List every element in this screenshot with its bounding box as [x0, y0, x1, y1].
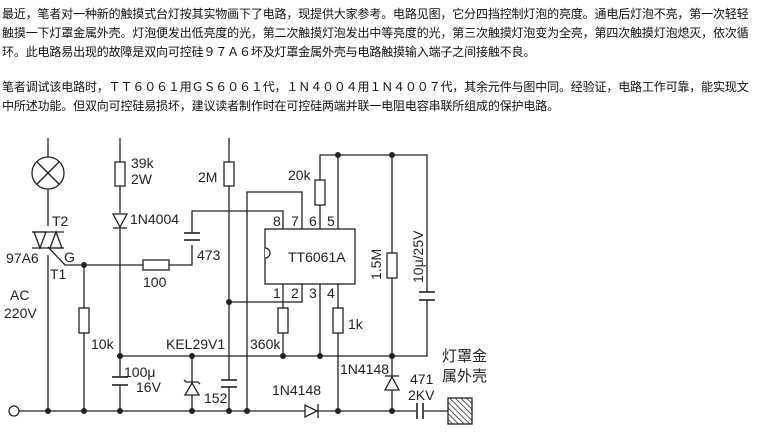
pin-2-label: 2	[291, 285, 299, 301]
paragraph-1-line-3: 环。此电路易出现的故障是双向可控硅９７Ａ６坏及灯罩金属外壳与电路触摸输入端子之间…	[2, 45, 536, 59]
capacitors	[112, 232, 435, 419]
resistor-20k	[314, 179, 326, 206]
wires	[18, 138, 448, 412]
diode-1n4004-icon	[111, 213, 129, 229]
diode-1n4148-bottom-icon	[304, 403, 319, 419]
resistors	[78, 161, 398, 334]
pin-4-label: 4	[327, 285, 335, 301]
triac-t2-label: T2	[52, 213, 69, 229]
c100u-label: 100μ	[124, 364, 155, 380]
paragraph-2-line-2: 中所述功能。但双向可控硅易损坏，建议读者制作时在可控硅两端并联一电阻电容串联所组…	[2, 99, 559, 113]
ic-label: TT6061A	[288, 249, 346, 265]
touch-label-line-1: 灯罩金	[442, 348, 487, 365]
r100-label: 100	[143, 274, 167, 290]
d3-label: 1N4148	[340, 361, 389, 377]
pin-5-label: 5	[327, 213, 335, 229]
pin-8-label: 8	[273, 213, 281, 229]
r360k-label: 360k	[250, 336, 281, 352]
paragraph-1-line-1: 最近，笔者对一种新的触摸式台灯按其实物画下了电路，现提供大家参考。电路见图，它分…	[2, 7, 749, 21]
ic-tt6061a	[264, 228, 356, 285]
r10k-label: 10k	[91, 336, 115, 352]
r1k-label: 1k	[348, 316, 364, 332]
pin-6-label: 6	[309, 213, 317, 229]
c471-voltage-label: 2KV	[408, 387, 435, 403]
touch-pad-icon[interactable]	[447, 397, 473, 425]
resistor-1-5m	[386, 252, 398, 279]
r15m-label: 1.5M	[368, 249, 384, 280]
d1-label: 1N4004	[130, 211, 179, 227]
pin-1-label: 1	[273, 285, 281, 301]
triac-g-label: G	[64, 249, 75, 265]
lamp-icon	[31, 156, 65, 190]
resistor-1k	[332, 307, 344, 334]
touch-label-line-2: 属外壳	[442, 368, 487, 385]
ac-voltage-label: 220V	[4, 305, 37, 321]
c471-label: 471	[410, 371, 434, 387]
ac-label: AC	[10, 287, 29, 303]
resistor-2m	[223, 161, 235, 187]
c473-label: 473	[197, 247, 221, 263]
d2-label: 1N4148	[272, 382, 321, 398]
c152-label: 152	[204, 390, 228, 406]
paragraph-1-line-2: 触摸一下灯罩金属外壳。灯泡便发出低亮度的光，第二次触摸灯泡发出中等亮度的光，第三…	[2, 26, 749, 40]
triac-part-label: 97A6	[6, 250, 39, 266]
zener-label: KEL29V1	[166, 336, 225, 352]
triac-t1-label: T1	[50, 266, 67, 282]
pin-3-label: 3	[309, 285, 317, 301]
triac-symbol	[32, 230, 64, 250]
resistor-39k	[114, 161, 126, 187]
c100u-voltage-label: 16V	[136, 379, 162, 395]
resistor-360k	[277, 307, 289, 334]
pin-7-label: 7	[291, 213, 299, 229]
resistor-100	[142, 259, 170, 271]
r39k-label: 39k	[131, 155, 155, 171]
resistor-10k	[78, 307, 90, 334]
r20k-label: 20k	[288, 167, 312, 183]
c10u-label: 10μ/25V	[410, 230, 426, 283]
r39k-watt-label: 2W	[131, 171, 153, 187]
r2m-label: 2M	[198, 169, 217, 185]
paragraph-2-line-1: 笔者调试该电路时，ＴＴ６０６１用ＧＳ６０６１代，１Ｎ４００４用１Ｎ４００７代，其…	[2, 80, 749, 94]
junction-dots	[45, 152, 395, 414]
diode-1n4148-right-icon	[383, 375, 401, 391]
terminals	[8, 405, 20, 417]
zener-diode-icon	[183, 379, 201, 396]
